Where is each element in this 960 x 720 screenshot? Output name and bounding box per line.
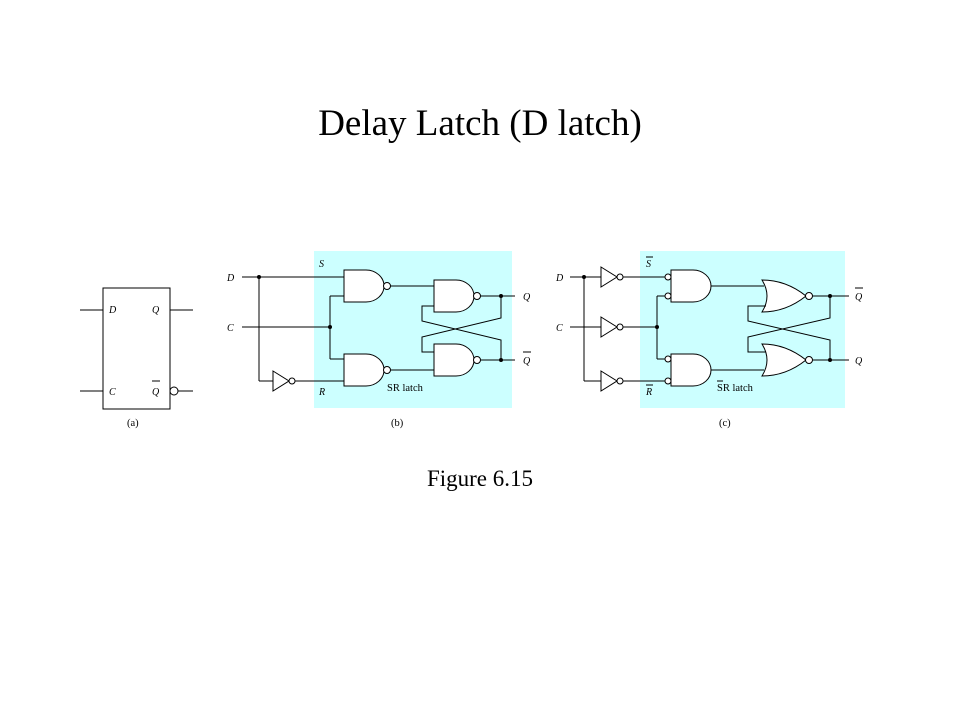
- inverter-d-c: [600, 266, 618, 288]
- output-q-bar-c: Q: [855, 292, 863, 303]
- inverter-b: [272, 370, 290, 392]
- nand-gate-s-b: [343, 269, 385, 303]
- node-r-b: R: [318, 387, 325, 398]
- input-c-c: C: [556, 323, 563, 334]
- nand-gate-latch-top-b: [433, 279, 475, 313]
- panel-c-label: (c): [719, 418, 731, 429]
- and-gate-r-c: [670, 353, 712, 387]
- d-latch-block: [102, 287, 171, 410]
- input-c-b: C: [227, 323, 234, 334]
- output-q-b: Q: [523, 292, 531, 303]
- sr-latch-label-c: SR latch: [717, 383, 754, 394]
- nand-gate-latch-bottom-b: [433, 343, 475, 377]
- pin-q-bar: Q: [152, 387, 160, 398]
- panel-b-label: (b): [391, 418, 404, 429]
- input-d-c: D: [555, 273, 564, 284]
- panel-c-circuit: D C S R: [555, 251, 863, 429]
- output-q-bar-b: Q: [523, 356, 531, 367]
- inverter-c-c: [600, 316, 618, 338]
- panel-b-circuit: D C S R Q: [226, 251, 531, 429]
- sr-latch-label-b: SR latch: [387, 383, 424, 394]
- node-r-c: R: [645, 387, 652, 398]
- pin-d: D: [108, 305, 117, 316]
- output-q-c: Q: [855, 356, 863, 367]
- node-s-c: S: [646, 259, 651, 270]
- and-gate-s-c: [670, 269, 712, 303]
- node-s-b: S: [319, 259, 324, 270]
- panel-a-symbol: D C Q Q (a): [80, 287, 193, 429]
- nand-gate-r-b: [343, 353, 385, 387]
- figure-caption: Figure 6.15: [426, 466, 534, 491]
- page-title: Delay Latch (D latch): [318, 103, 642, 144]
- pin-c: C: [109, 387, 116, 398]
- inverter-r-c: [600, 370, 618, 392]
- pin-q: Q: [152, 305, 160, 316]
- input-d-b: D: [226, 273, 235, 284]
- panel-a-label: (a): [127, 418, 139, 429]
